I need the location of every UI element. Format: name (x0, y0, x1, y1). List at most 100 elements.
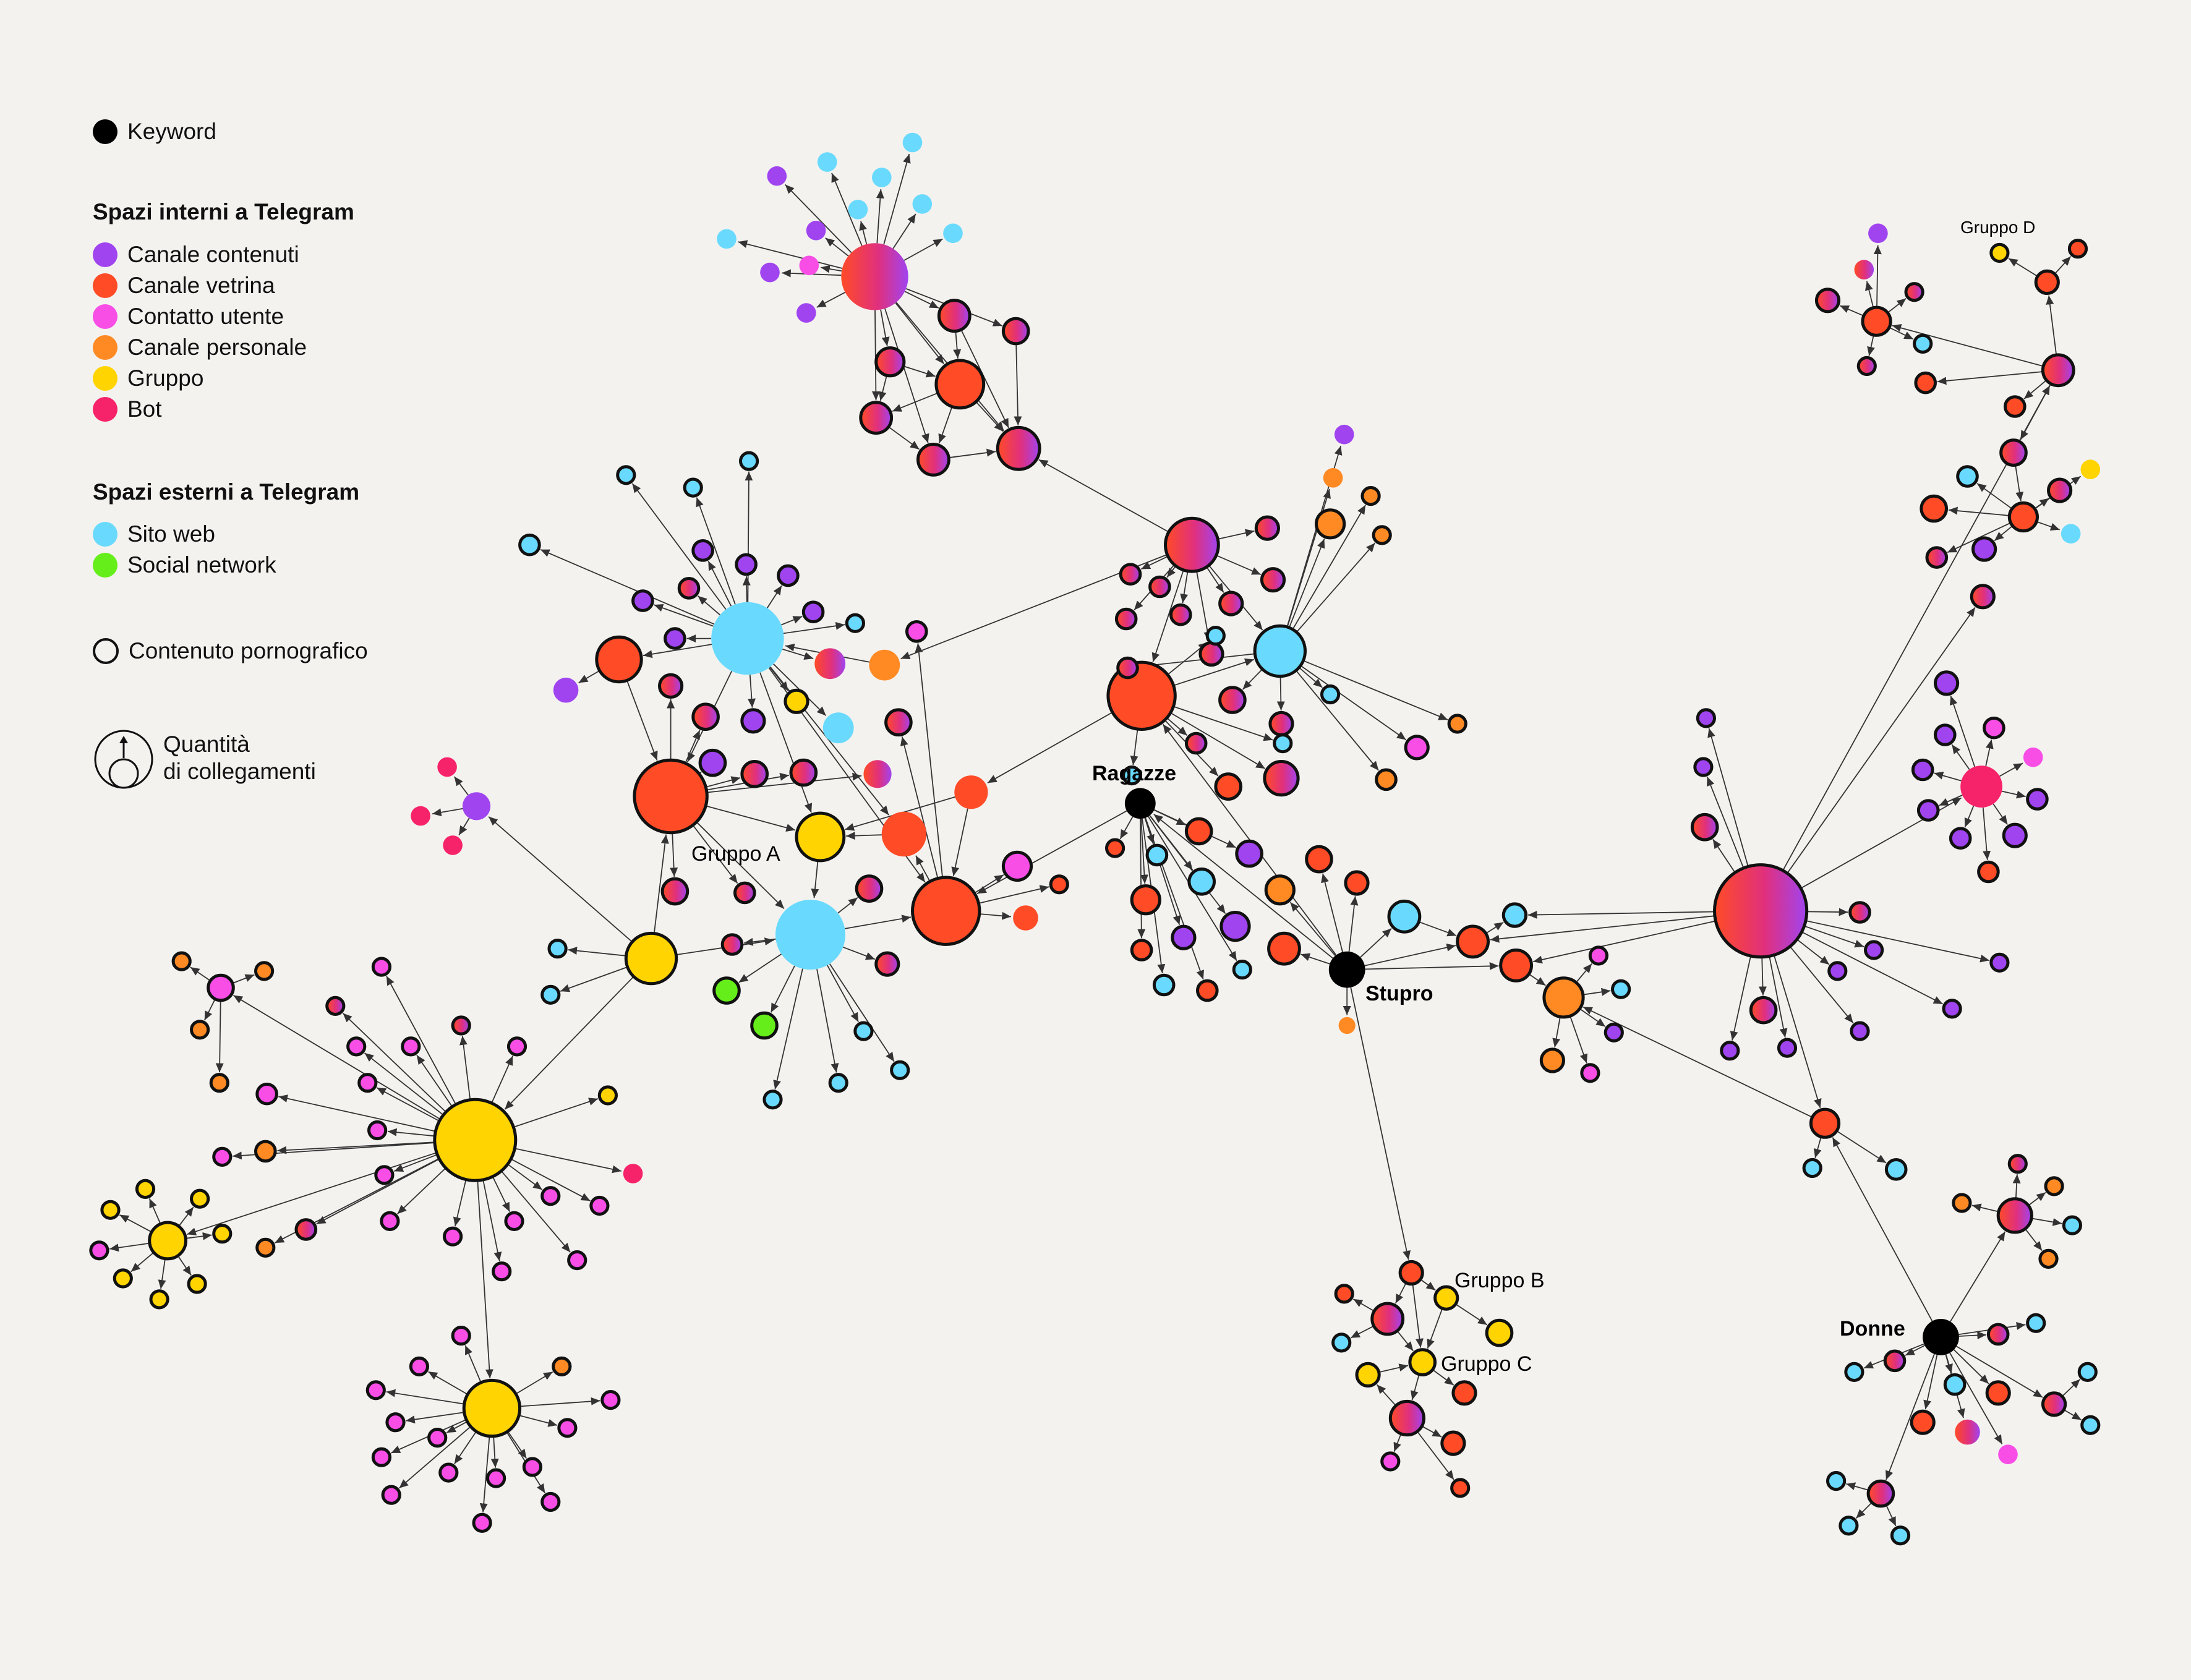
node-user-contact (371, 957, 392, 977)
network-edge (1418, 921, 1457, 937)
node-showcase-channel (1450, 1478, 1471, 1498)
node-content-channel (1868, 223, 1888, 244)
legend-external-heading: Spazi esterni a Telegram (93, 479, 360, 505)
node-mixed-channel (1218, 686, 1247, 714)
network-edge (428, 1371, 468, 1395)
crimson-dot-icon (93, 397, 117, 422)
network-edge (1296, 670, 1379, 771)
node-mixed-channel (863, 760, 892, 788)
node-mixed-channel (814, 648, 846, 680)
network-edge (987, 712, 1113, 783)
node-content-channel (691, 539, 714, 562)
node-user-contact (255, 1082, 278, 1106)
network-edge (386, 1389, 464, 1405)
node-showcase-channel (1267, 931, 1301, 966)
node-user-contact (451, 1326, 471, 1346)
node-mixed-channel (1854, 260, 1874, 279)
legend-quantity: Quantità di collegamenti (93, 728, 316, 790)
node-group (148, 1221, 188, 1261)
network-edge (1976, 483, 2013, 510)
node-website (2061, 524, 2081, 544)
network-edge (1292, 505, 1366, 630)
node-group (1355, 1362, 1381, 1388)
network-edge (975, 401, 1004, 432)
network-edge (748, 675, 756, 708)
node-website (1205, 626, 1226, 646)
group-label-b: Gruppo B (1454, 1269, 1545, 1292)
network-edge (1376, 1384, 1396, 1406)
node-showcase-channel (1809, 1107, 1841, 1139)
network-edge (1151, 569, 1184, 662)
node-personal-channel (190, 1020, 210, 1040)
legend-item-label: Sito web (127, 521, 215, 547)
network-edge (459, 1036, 471, 1100)
network-edge (979, 911, 1011, 920)
node-group (212, 1224, 233, 1244)
node-mixed-channel (1999, 438, 2028, 467)
network-edge (1350, 987, 1411, 1260)
network-edge (1144, 817, 1181, 925)
node-user-contact (1983, 716, 2005, 740)
node-user-contact (1998, 1444, 2018, 1464)
network-edge (816, 292, 846, 308)
network-edge (876, 189, 884, 244)
network-edge (915, 643, 943, 878)
node-user-contact (472, 1512, 492, 1533)
network-edge (1889, 326, 1914, 340)
network-edge (515, 1371, 553, 1395)
node-showcase-channel (911, 876, 981, 946)
node-mixed-channel (1169, 603, 1192, 626)
network-edge (825, 237, 849, 257)
network-edge (1759, 957, 1767, 996)
network-edge (432, 808, 463, 817)
network-edge (1393, 1433, 1402, 1452)
network-edge (670, 832, 678, 877)
network-edge (892, 213, 916, 249)
node-mixed-channel (1388, 1399, 1425, 1437)
node-personal-channel (552, 1356, 572, 1376)
network-edge (1576, 963, 1592, 983)
node-mixed-channel (1268, 710, 1294, 737)
node-website (1802, 1158, 1822, 1179)
node-personal-channel (1542, 976, 1585, 1019)
node-showcase-channel (1106, 660, 1177, 731)
node-content-channel (1334, 424, 1354, 445)
network-edge (1303, 660, 1448, 720)
network-edge (1923, 1354, 1938, 1410)
node-user-contact (2023, 747, 2043, 767)
ring-outline-icon (93, 638, 119, 664)
network-edge (504, 976, 634, 1110)
network-edge (773, 968, 803, 1090)
network-edge (759, 672, 813, 813)
legend-porn-label: Contenuto pornografico (129, 638, 368, 663)
purple-dot-icon (93, 242, 117, 267)
node-mixed-channel (1119, 563, 1142, 586)
node-mixed-channel (2041, 353, 2075, 388)
legend-item-canale-contenuti: Canale contenuti (93, 242, 299, 267)
node-website (912, 194, 933, 214)
network-edge (2054, 256, 2072, 275)
node-social-network (750, 1011, 779, 1040)
legend-item-bot: Bot (93, 397, 162, 422)
network-edge (2028, 1192, 2046, 1206)
network-edge (1378, 1363, 1409, 1373)
network-edge (1427, 1308, 1443, 1349)
network-edge (364, 1052, 444, 1115)
node-showcase-channel (595, 635, 643, 684)
network-edge (903, 238, 943, 261)
group-label-c: Gruppo C (1441, 1352, 1532, 1376)
edges-layer (109, 153, 2082, 1527)
network-edge (1953, 1349, 1989, 1384)
node-content-channel (1864, 940, 1884, 960)
network-edge (1300, 665, 1407, 741)
node-showcase-channel (934, 359, 986, 410)
network-edge (653, 834, 669, 934)
red-dot-icon (93, 273, 117, 298)
node-personal-channel (1952, 1193, 1972, 1213)
node-mixed-channel (1856, 356, 1877, 377)
node-showcase-channel (2034, 269, 2060, 295)
network-edge (953, 331, 962, 359)
node-mixed-channel (325, 996, 346, 1017)
node-content-channel (2002, 822, 2028, 848)
node-mixed-channel (1148, 575, 1171, 599)
